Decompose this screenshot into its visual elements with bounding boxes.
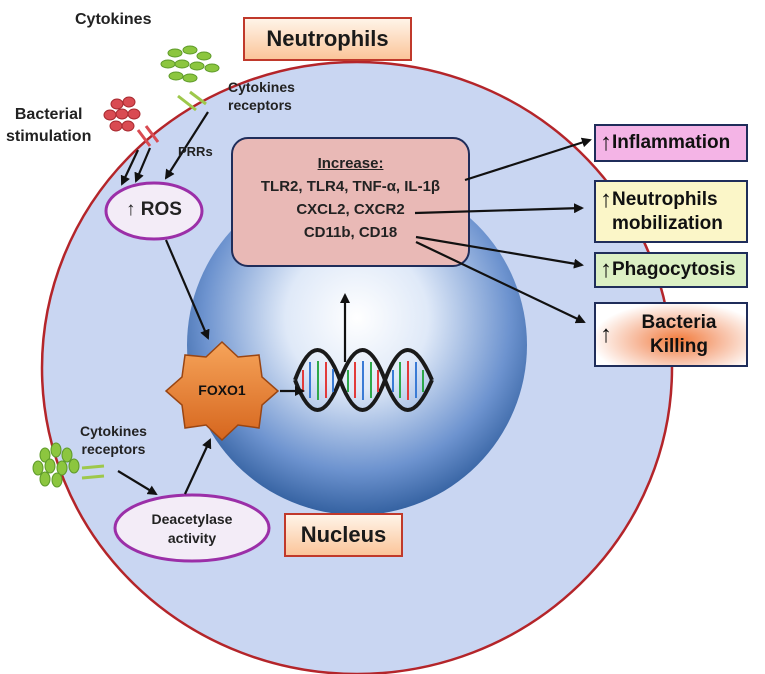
- arrow-prr-to-ros: [134, 147, 152, 183]
- title-neutrophils: Neutrophils: [243, 17, 412, 61]
- ros-node: [104, 181, 204, 241]
- nucleus-label: Nucleus: [284, 513, 403, 557]
- prrs-label: PRRs: [178, 144, 213, 159]
- up-arrow-icon: ↑: [126, 199, 136, 220]
- increase-box: [231, 137, 470, 267]
- arrow-receptor-to-deacetylase: [117, 470, 158, 496]
- arrow-receptor-to-ros: [164, 111, 209, 180]
- arrow-to-inflammation: [464, 137, 592, 182]
- cytokine-receptor-top-icon: [177, 90, 207, 112]
- output-mobilization: ↑ Neutrophils mobilization: [594, 180, 748, 243]
- up-arrow-icon: ↑: [600, 256, 612, 283]
- arrow-prr-to-ros-2: [120, 149, 139, 186]
- increase-heading: Increase:: [317, 155, 384, 172]
- up-arrow-icon: ↑: [600, 186, 612, 213]
- arrow-to-mobilization: [414, 203, 584, 215]
- output-killing: ↑ Bacteria Killing: [594, 302, 748, 367]
- deacetylase-label: Deacetylase activity: [151, 511, 233, 546]
- ros-label: ↑ ROS: [126, 199, 182, 220]
- cytokines-label: Cytokines: [75, 11, 152, 28]
- increase-content: Increase: TLR2, TLR4, TNF-α, IL-1β CXCL2…: [232, 152, 469, 244]
- arrow-deacetylase-to-foxo1: [184, 438, 212, 495]
- increase-line: TLR2, TLR4, TNF-α, IL-1β: [260, 178, 441, 195]
- bacterial-stimulation-label: Bacterial stimulation: [6, 106, 92, 145]
- cytokines-receptors-top-label: Cytokines receptors: [228, 79, 295, 113]
- arrow-to-killing: [415, 241, 586, 324]
- deacetylase-node: [113, 493, 271, 563]
- foxo1-node: [164, 340, 280, 442]
- up-arrow-icon: ↑: [600, 320, 612, 348]
- prr-receptor-icon: [136, 125, 160, 147]
- dna-helix-icon: [293, 348, 434, 412]
- arrow-ros-to-foxo1: [164, 239, 210, 340]
- arrow-to-phagocytosis: [415, 235, 584, 269]
- foxo1-label: FOXO1: [198, 382, 246, 398]
- up-arrow-icon: ↑: [600, 129, 612, 156]
- cytokines-icon: [160, 45, 220, 83]
- output-phagocytosis: ↑ Phagocytosis: [594, 252, 748, 288]
- bacteria-icon: [103, 96, 141, 132]
- output-inflammation: ↑ Inflammation: [594, 124, 748, 162]
- cytokine-receptor-bottom-icon: [81, 464, 105, 480]
- cytokines-receptors-bottom-label: Cytokines receptors: [80, 423, 147, 457]
- increase-line: CD11b, CD18: [303, 224, 398, 241]
- increase-line: CXCL2, CXCR2: [296, 201, 405, 218]
- cytokines-bottom-icon: [32, 442, 80, 488]
